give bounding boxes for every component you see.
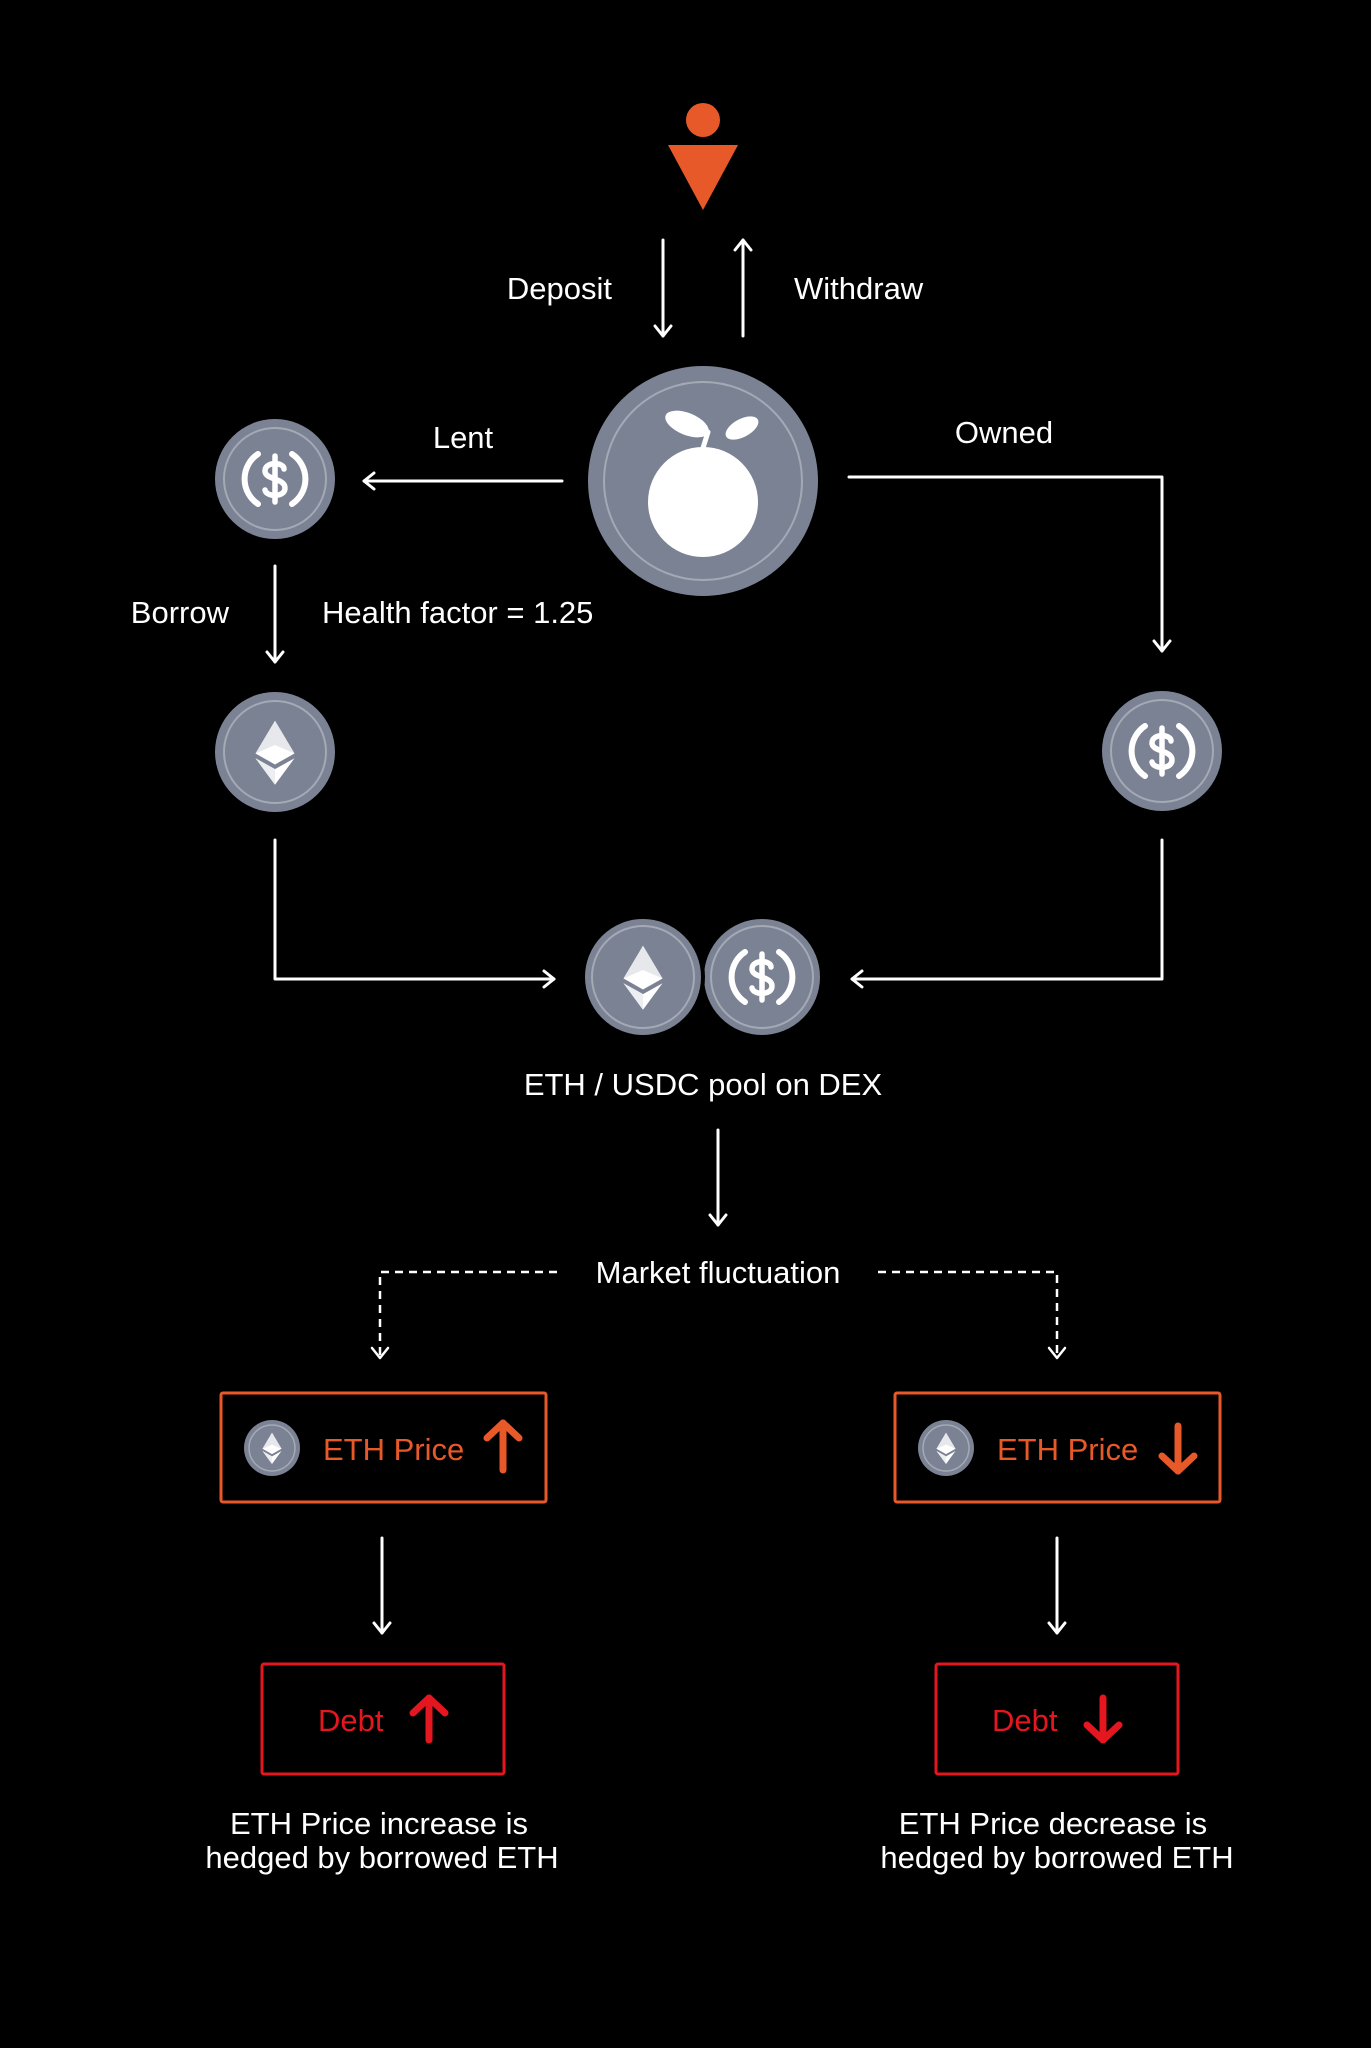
up-caption-line2: hedged by borrowed ETH bbox=[205, 1840, 558, 1875]
eth-to-pool-arrow bbox=[273, 838, 556, 989]
pool-down-arrow bbox=[708, 1128, 728, 1227]
arrow-down-icon bbox=[1083, 1694, 1123, 1744]
borrowed-eth-coin bbox=[215, 692, 335, 812]
user-icon bbox=[668, 103, 738, 210]
pool-eth-coin bbox=[581, 915, 705, 1039]
eth-price-up-box: ETH Price bbox=[219, 1391, 548, 1504]
market-right-dashed-arrow bbox=[878, 1270, 1059, 1356]
deposit-arrow bbox=[653, 238, 673, 338]
withdraw-arrow bbox=[733, 238, 753, 338]
owned-arrow bbox=[847, 475, 1172, 653]
arrow-up-icon bbox=[409, 1694, 449, 1744]
debt-down-box: Debt bbox=[934, 1662, 1180, 1776]
market-left-arrowhead bbox=[370, 1346, 390, 1360]
price-down-to-debt-arrow bbox=[1047, 1536, 1067, 1635]
market-fluctuation-label: Market fluctuation bbox=[596, 1255, 841, 1290]
lent-usdc-coin bbox=[215, 419, 335, 539]
owned-label: Owned bbox=[955, 415, 1053, 450]
borrow-arrow bbox=[265, 564, 285, 664]
apple-icon bbox=[648, 410, 759, 557]
price-up-to-debt-arrow bbox=[372, 1536, 392, 1635]
debt-up-box: Debt bbox=[260, 1662, 506, 1776]
lent-label: Lent bbox=[433, 420, 494, 455]
lent-arrow bbox=[362, 471, 564, 491]
eth-price-up-label: ETH Price bbox=[323, 1432, 464, 1467]
debt-up-label: Debt bbox=[318, 1703, 384, 1738]
pool-label: ETH / USDC pool on DEX bbox=[524, 1067, 883, 1102]
debt-down-label: Debt bbox=[992, 1703, 1058, 1738]
owned-usdc-coin bbox=[1102, 691, 1222, 811]
apple-coin bbox=[588, 366, 818, 596]
borrow-label: Borrow bbox=[131, 595, 230, 630]
down-caption-line2: hedged by borrowed ETH bbox=[880, 1840, 1233, 1875]
up-caption-line1: ETH Price increase is bbox=[230, 1806, 528, 1841]
eth-price-down-label: ETH Price bbox=[997, 1432, 1138, 1467]
usdc-to-pool-arrow bbox=[850, 838, 1164, 989]
arrow-down-icon bbox=[1158, 1422, 1198, 1475]
eth-price-down-box: ETH Price bbox=[893, 1391, 1222, 1504]
withdraw-label: Withdraw bbox=[794, 271, 924, 306]
health-factor-label: Health factor = 1.25 bbox=[322, 595, 593, 630]
market-left-dashed-arrow bbox=[378, 1270, 557, 1356]
arrow-up-icon bbox=[483, 1419, 523, 1474]
deposit-label: Deposit bbox=[507, 271, 612, 306]
market-right-arrowhead bbox=[1047, 1346, 1067, 1360]
pool-usdc-coin bbox=[700, 915, 824, 1039]
down-caption-line1: ETH Price decrease is bbox=[899, 1806, 1207, 1841]
